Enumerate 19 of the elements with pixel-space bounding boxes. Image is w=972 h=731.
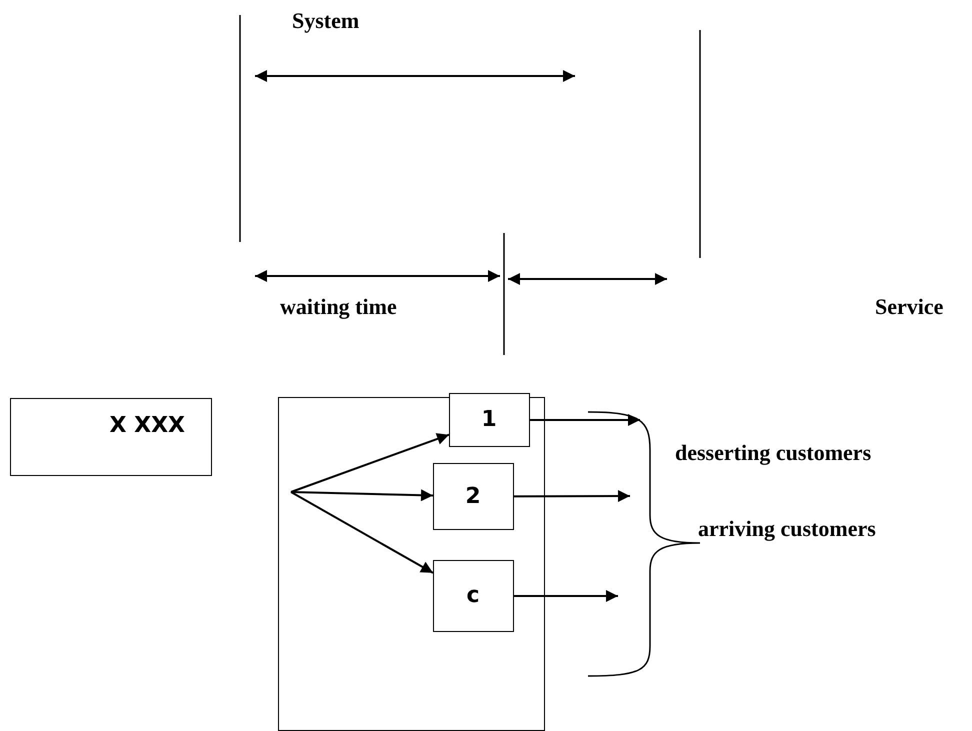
annotation-text: desserting customers	[675, 440, 872, 466]
node-text: X XXX	[109, 413, 185, 438]
node-text: 1	[481, 407, 497, 432]
node-text: 2	[465, 484, 481, 508]
arrow	[514, 590, 618, 602]
annotation-text: arriving customers	[698, 516, 876, 542]
process-box	[448, 392, 530, 446]
process-box	[432, 462, 514, 530]
arrow	[290, 489, 434, 502]
dimension-label: waiting time	[280, 294, 397, 320]
process-box	[10, 398, 212, 476]
dimension-label: System	[292, 8, 360, 34]
arrow	[530, 414, 640, 426]
arrow	[514, 490, 630, 502]
process-box	[432, 560, 514, 632]
dimension-label: Service	[875, 294, 944, 320]
arrow	[290, 433, 450, 493]
node-text: c	[466, 583, 480, 608]
arrow	[290, 491, 434, 574]
